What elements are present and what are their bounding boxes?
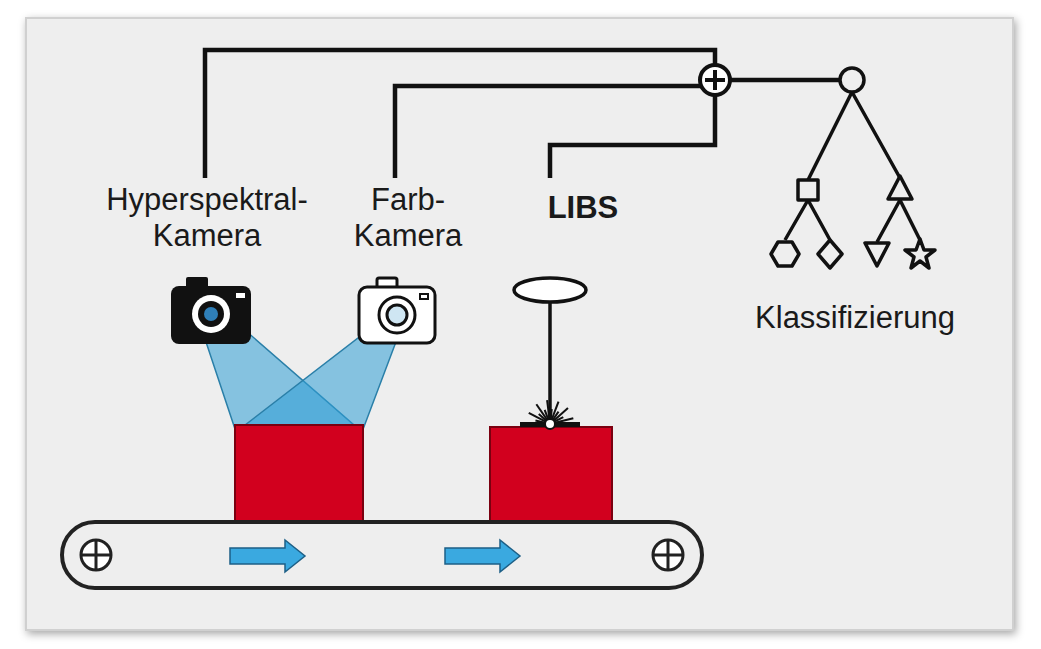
tree-down-triangle bbox=[865, 243, 889, 266]
tree-triangle bbox=[888, 176, 912, 199]
conveyor-belt bbox=[62, 522, 702, 588]
camera-lens bbox=[198, 301, 224, 327]
spark-ray bbox=[526, 423, 545, 425]
sample-block bbox=[235, 425, 363, 522]
tree-star bbox=[905, 239, 935, 268]
spark-ray bbox=[555, 418, 573, 423]
background-panel bbox=[26, 18, 1013, 630]
signal-wire bbox=[730, 78, 840, 83]
camera-body bbox=[359, 287, 435, 343]
camera-lens bbox=[387, 305, 407, 325]
laser-beam bbox=[548, 302, 552, 418]
camera-lens-ring bbox=[192, 295, 230, 333]
tree-branch bbox=[785, 200, 920, 242]
direction-arrow bbox=[230, 540, 305, 572]
laser-optic bbox=[514, 278, 586, 302]
plasma-spark bbox=[526, 400, 573, 429]
tree-square bbox=[798, 180, 818, 200]
sensor-label: LIBS bbox=[513, 190, 653, 226]
hyperspectral-camera bbox=[171, 277, 251, 344]
spark-ray bbox=[547, 400, 549, 419]
camera-label: Hyperspektral- Kamera bbox=[62, 182, 352, 255]
signal-wire bbox=[205, 50, 715, 178]
camera-flash bbox=[236, 293, 245, 298]
tree-diamond bbox=[818, 240, 842, 268]
classification-label: Klassifizierung bbox=[705, 300, 1005, 336]
tree-hexagon bbox=[771, 242, 799, 266]
sample-block bbox=[490, 427, 612, 522]
roller-cross bbox=[81, 540, 683, 570]
direction-arrow bbox=[445, 540, 520, 572]
spark-ray bbox=[554, 408, 568, 421]
tree-root bbox=[840, 68, 864, 92]
camera-flash bbox=[420, 294, 428, 299]
tree-branch bbox=[808, 92, 900, 180]
signal-wire bbox=[550, 95, 715, 178]
camera-body bbox=[171, 286, 251, 344]
spark-ray bbox=[555, 423, 565, 425]
spark-core bbox=[545, 419, 555, 429]
camera-lens-glass bbox=[204, 307, 218, 321]
fusion-symbol bbox=[700, 65, 730, 95]
camera-label: Farb- Kamera bbox=[343, 182, 473, 255]
plus-sign bbox=[705, 70, 725, 90]
color-camera bbox=[359, 278, 435, 343]
camera-lens-ring bbox=[379, 297, 415, 333]
